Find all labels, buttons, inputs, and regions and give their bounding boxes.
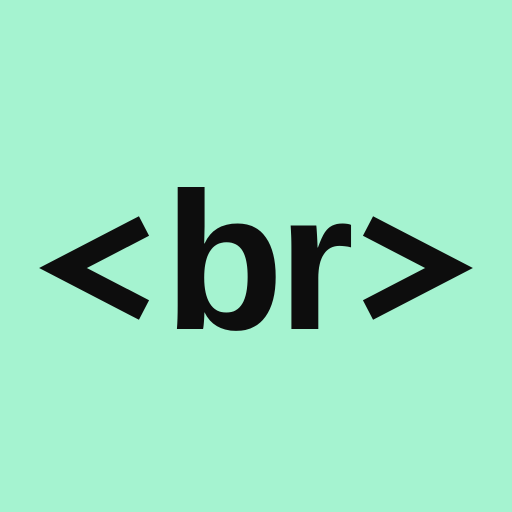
left-angle-bracket-icon bbox=[39, 216, 150, 320]
logo-word: br bbox=[164, 152, 352, 371]
right-angle-bracket-icon bbox=[362, 216, 473, 320]
